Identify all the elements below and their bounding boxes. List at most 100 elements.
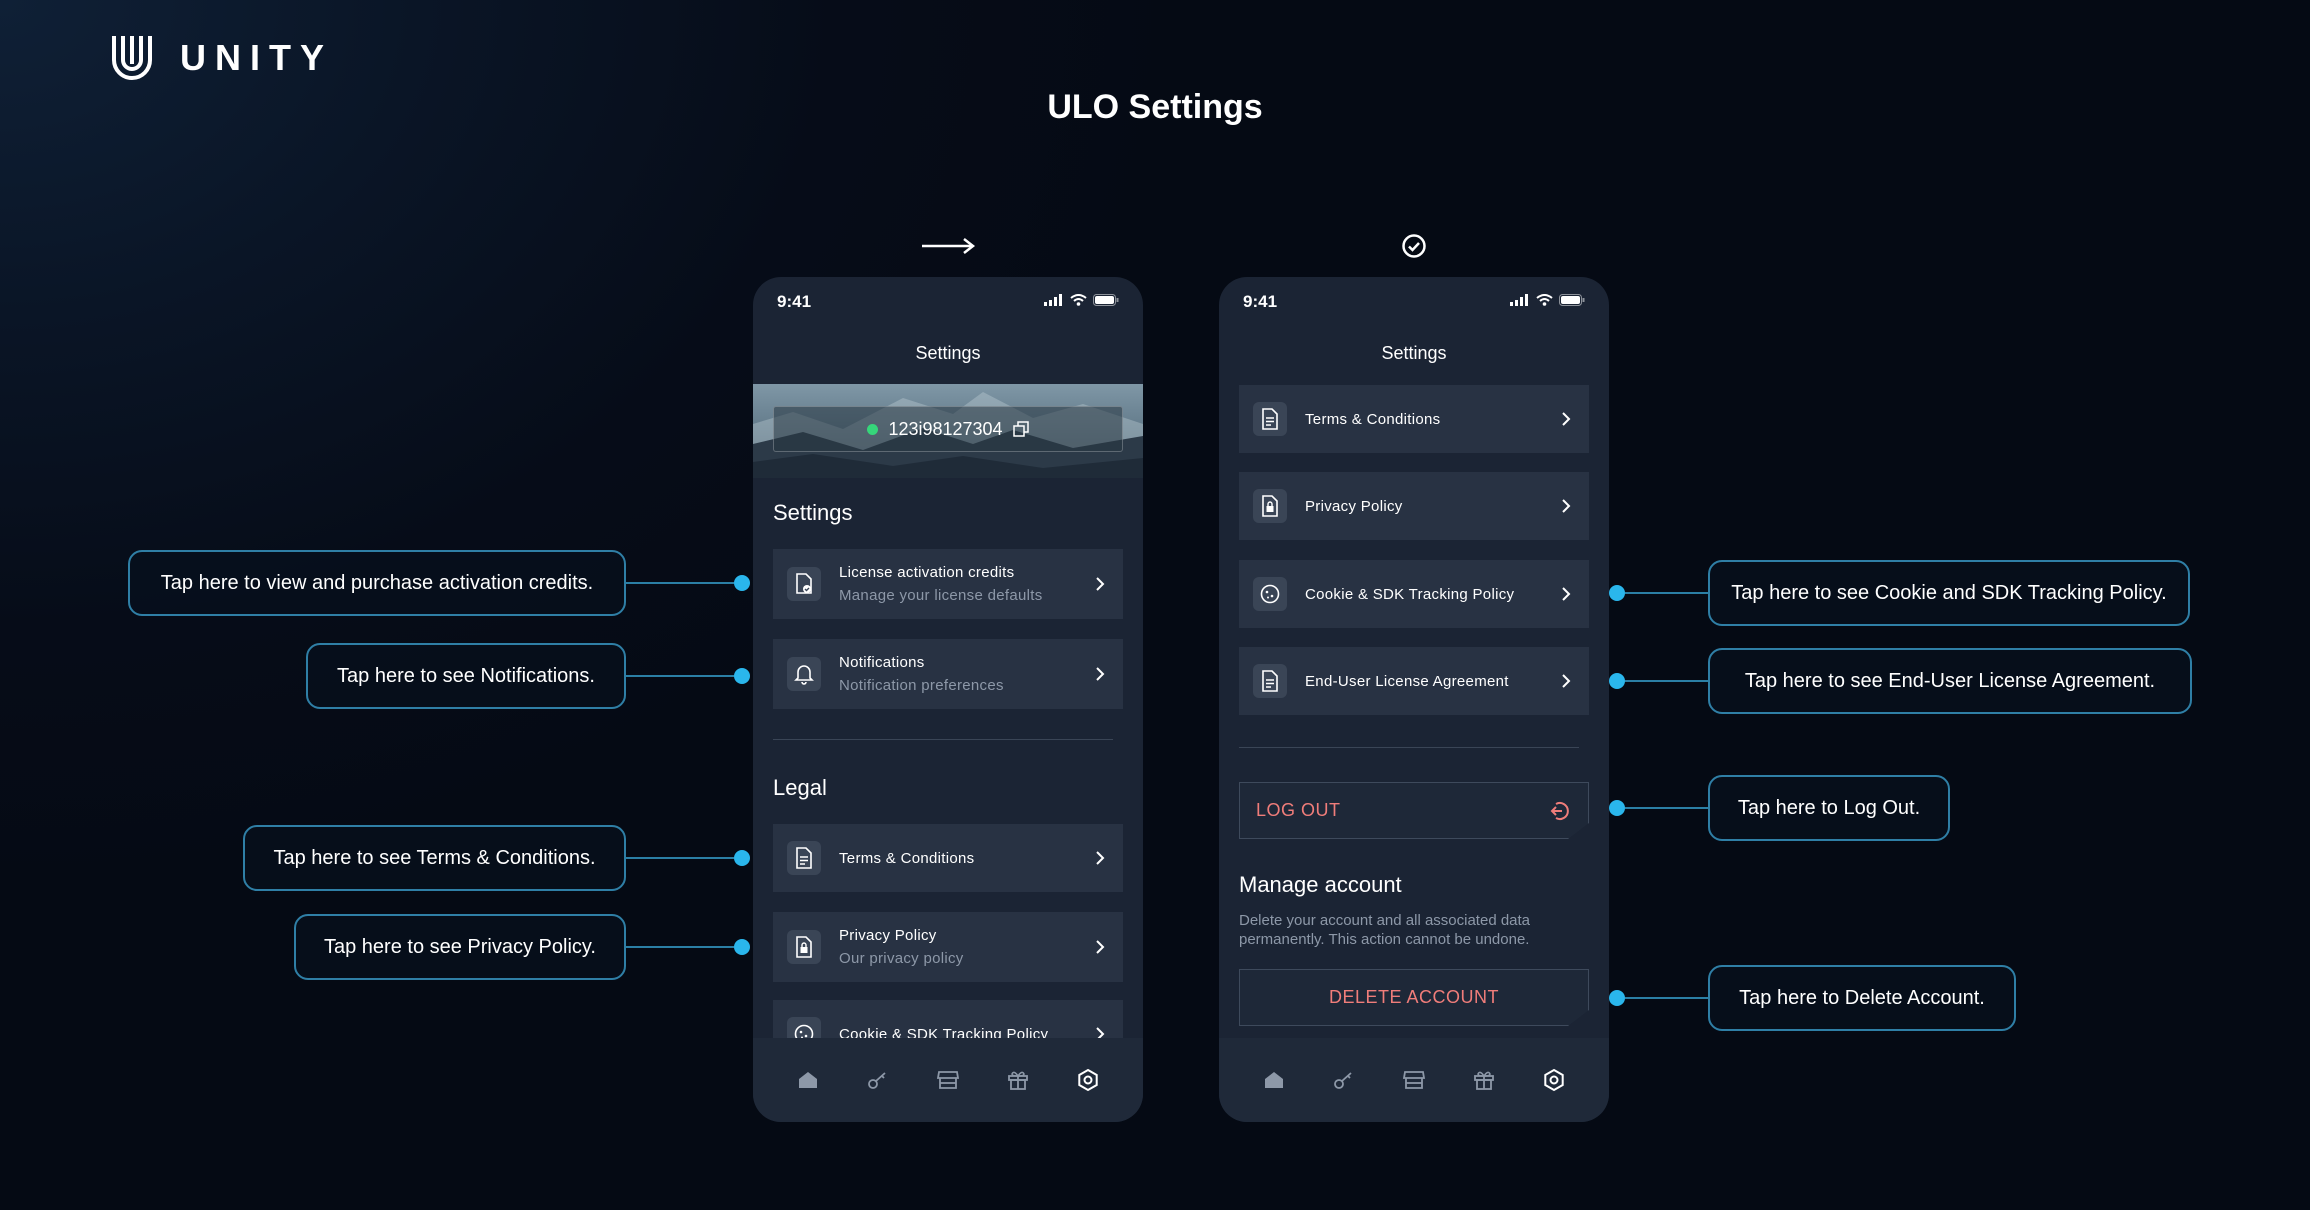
callout-activation-credits: Tap here to view and purchase activation… [128, 550, 626, 616]
terms-row[interactable]: Terms & Conditions [1239, 385, 1589, 453]
copy-icon[interactable] [1012, 421, 1029, 437]
status-icons [1044, 294, 1119, 306]
online-status-dot [867, 423, 879, 435]
status-icons [1510, 294, 1585, 306]
logout-icon [1550, 801, 1569, 820]
signal-icon [1510, 294, 1528, 306]
key-icon[interactable] [866, 1068, 890, 1092]
row-subtitle: Notification preferences [839, 677, 1004, 694]
tab-bar [753, 1038, 1143, 1122]
delete-account-label: DELETE ACCOUNT [1328, 987, 1500, 1007]
chevron-right-icon [1562, 587, 1571, 601]
callout-dot [734, 850, 750, 866]
callout-dot [1609, 990, 1625, 1006]
page-title: ULO Settings [1047, 88, 1263, 126]
chevron-right-icon [1096, 851, 1105, 865]
check-circle-icon [1400, 232, 1428, 260]
callout-dot [1609, 800, 1625, 816]
key-icon[interactable] [1332, 1068, 1356, 1092]
screen-title: Settings [915, 343, 981, 363]
manage-account-description: Delete your account and all associated d… [1239, 912, 1531, 948]
row-title: Privacy Policy [839, 927, 937, 944]
row-title: Notifications [839, 654, 925, 671]
license-credits-row[interactable]: License activation credits Manage your l… [773, 549, 1123, 619]
row-title: End-User License Agreement [1305, 672, 1509, 690]
callout-connector [1625, 592, 1708, 594]
manage-account-heading: Manage account [1239, 872, 1402, 897]
license-file-icon [787, 567, 821, 601]
callout-dot [734, 575, 750, 591]
signal-icon [1044, 294, 1062, 306]
row-title: License activation credits [839, 564, 1015, 581]
brand: UNITY [110, 34, 333, 82]
logout-label: LOG OUT [1256, 800, 1341, 820]
battery-icon [1093, 294, 1119, 306]
callout-privacy: Tap here to see Privacy Policy. [294, 914, 626, 980]
phone-settings-legal: 9:41 Settings Terms & Conditions Privacy… [1219, 277, 1609, 1122]
home-icon[interactable] [796, 1068, 820, 1092]
store-icon[interactable] [1402, 1068, 1426, 1092]
wifi-icon [1536, 294, 1553, 306]
status-bar: 9:41 [753, 277, 1143, 327]
terms-row[interactable]: Terms & Conditions [773, 824, 1123, 892]
eula-row[interactable]: End-User License Agreement [1239, 647, 1589, 715]
cookie-row[interactable]: Cookie & SDK Tracking Policy [1239, 560, 1589, 628]
row-title: Privacy Policy [1305, 497, 1403, 515]
gift-icon[interactable] [1006, 1068, 1030, 1092]
status-time: 9:41 [1243, 292, 1278, 311]
callout-connector [626, 675, 734, 677]
chevron-right-icon [1562, 412, 1571, 426]
settings-icon[interactable] [1542, 1068, 1566, 1092]
row-title: Cookie & SDK Tracking Policy [1305, 585, 1515, 603]
row-subtitle: Our privacy policy [839, 950, 964, 967]
callout-dot [734, 668, 750, 684]
callout-logout: Tap here to Log Out. [1708, 775, 1950, 841]
section-divider [773, 739, 1113, 740]
screen-title: Settings [1381, 343, 1447, 363]
callout-dot [1609, 585, 1625, 601]
wifi-icon [1070, 294, 1087, 306]
callout-eula: Tap here to see End-User License Agreeme… [1708, 648, 2192, 714]
status-time: 9:41 [777, 292, 812, 311]
callout-connector [626, 857, 734, 859]
chevron-right-icon [1562, 674, 1571, 688]
privacy-row[interactable]: Privacy Policy [1239, 472, 1589, 540]
row-title: Terms & Conditions [839, 849, 975, 867]
lock-document-icon [1253, 489, 1287, 523]
notifications-row[interactable]: Notifications Notification preferences [773, 639, 1123, 709]
gift-icon[interactable] [1472, 1068, 1496, 1092]
unity-u-icon [112, 36, 152, 80]
arrow-right-icon [918, 232, 978, 260]
callout-notifications: Tap here to see Notifications. [306, 643, 626, 709]
chevron-right-icon [1096, 667, 1105, 681]
chevron-right-icon [1096, 940, 1105, 954]
logout-button[interactable]: LOG OUT [1239, 782, 1589, 839]
row-subtitle: Manage your license defaults [839, 587, 1043, 604]
callout-terms: Tap here to see Terms & Conditions. [243, 825, 626, 891]
cookie-icon [1253, 577, 1287, 611]
battery-icon [1559, 294, 1585, 306]
status-bar: 9:41 [1219, 277, 1609, 327]
callout-cookie-policy: Tap here to see Cookie and SDK Tracking … [1708, 560, 2190, 626]
callout-dot [734, 939, 750, 955]
section-settings-heading: Settings [773, 500, 853, 525]
document-icon [1253, 664, 1287, 698]
settings-icon[interactable] [1076, 1068, 1100, 1092]
license-id-pill[interactable]: 123i98127304 [773, 406, 1123, 452]
callout-dot [1609, 673, 1625, 689]
delete-account-button[interactable]: DELETE ACCOUNT [1239, 969, 1589, 1026]
bell-icon [787, 657, 821, 691]
privacy-row[interactable]: Privacy Policy Our privacy policy [773, 912, 1123, 982]
license-hero: 123i98127304 [753, 384, 1143, 478]
lock-document-icon [787, 930, 821, 964]
document-icon [787, 841, 821, 875]
tab-bar [1219, 1038, 1609, 1122]
document-icon [1253, 402, 1287, 436]
home-icon[interactable] [1262, 1068, 1286, 1092]
callout-connector [1625, 807, 1708, 809]
store-icon[interactable] [936, 1068, 960, 1092]
chevron-right-icon [1096, 577, 1105, 591]
chevron-right-icon [1562, 499, 1571, 513]
section-legal-heading: Legal [773, 775, 827, 800]
callout-delete-account: Tap here to Delete Account. [1708, 965, 2016, 1031]
